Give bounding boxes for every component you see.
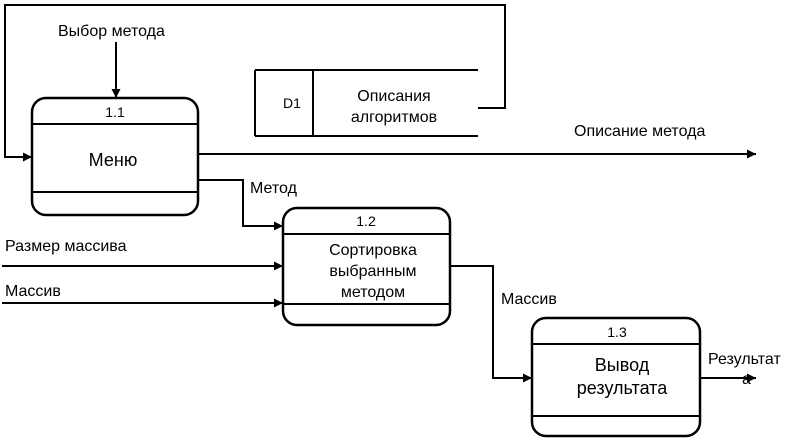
datastore-id: D1 xyxy=(283,95,301,111)
process-1-3: 1.3 Вывод результата xyxy=(530,316,702,438)
datastore-d1: D1 Описания алгоритмов xyxy=(254,69,478,137)
datastore-label-line2: алгоритмов xyxy=(351,109,437,126)
datastore-label-line1: Описания xyxy=(357,88,430,105)
array-input-label: Массив xyxy=(5,283,61,300)
array-size-label: Размер массива xyxy=(5,238,127,255)
sorted-array-flow-label: Массив xyxy=(501,291,557,308)
sorted-array-flow-arrow xyxy=(450,265,532,383)
result-label-line2: а xyxy=(742,371,751,388)
process-1-3-line2: результата xyxy=(577,378,668,398)
process-1-2-id: 1.2 xyxy=(356,213,376,229)
result-label-line1: Результат xyxy=(708,351,781,368)
process-1-3-id: 1.3 xyxy=(607,324,627,340)
method-flow-arrow xyxy=(198,179,283,231)
process-1-2-line2: выбранным xyxy=(329,263,416,280)
datastore-to-menu-flow xyxy=(4,4,506,162)
process-1-1-title: Меню xyxy=(89,150,138,170)
process-1-2-line3: методом xyxy=(341,284,405,301)
process-1-2-line1: Сортировка xyxy=(329,242,417,259)
method-choice-label: Выбор метода xyxy=(58,23,165,40)
method-flow-label: Метод xyxy=(250,180,298,197)
process-1-1: 1.1 Меню xyxy=(30,96,200,217)
method-description-label: Описание метода xyxy=(574,123,705,140)
process-1-1-id: 1.1 xyxy=(105,104,125,120)
process-1-3-line1: Вывод xyxy=(595,355,650,375)
process-1-2: 1.2 Сортировка выбранным методом xyxy=(281,206,452,327)
